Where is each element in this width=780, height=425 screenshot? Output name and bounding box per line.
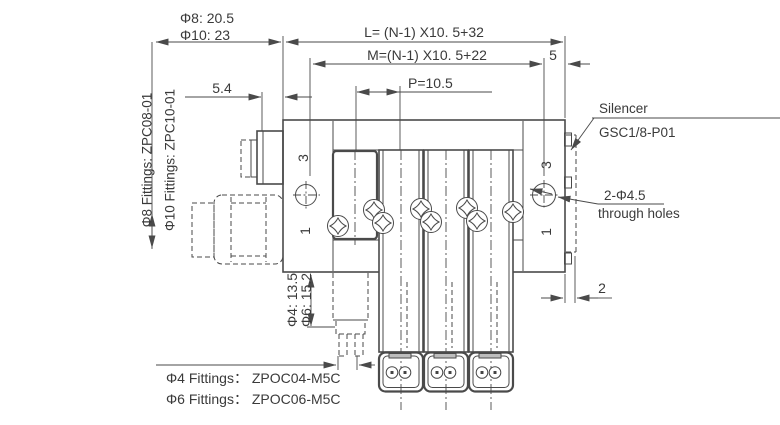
- side-fitting-phi10-label: Φ10 Fittings: ZPC10-01: [163, 89, 178, 231]
- through-holes-text-label: through holes: [598, 206, 680, 221]
- phillips-screw-icon: [327, 215, 349, 237]
- dim-phi6-height-label: Φ6: 15.2: [298, 273, 314, 327]
- fitting-collar: [335, 319, 366, 335]
- port-label-right-1: 1: [538, 228, 554, 236]
- silencer-mount-tab: [564, 176, 572, 189]
- bottom-exhaust-fitting: [332, 273, 369, 357]
- bottom-fitting-phi6-label: Φ6 Fittings： ZPOC06-M5C: [166, 391, 341, 407]
- silencer-mount-tab: [564, 252, 572, 265]
- dim-phi10-protrusion-label: Φ10: 23: [180, 27, 230, 43]
- side-fitting-phi8-label: Φ8 Fittings: ZPC08-01: [140, 93, 155, 228]
- port-label-right-3: 3: [538, 161, 554, 169]
- phillips-screw-icon: [466, 210, 488, 232]
- drawing-labels: Φ8: 20.5 Φ10: 23 L= (N-1) X10. 5+32 M=(N…: [140, 10, 681, 407]
- dimension-lines: [148, 36, 612, 370]
- side-port-fittings: [191, 130, 284, 265]
- dim-station-pitch-label: P=10.5: [408, 75, 453, 91]
- dim-phi4-height-label: Φ4: 13.5: [284, 273, 300, 327]
- dim-port-offset-label: 5.4: [212, 80, 232, 96]
- through-holes-size-label: 2-Φ4.5: [604, 188, 646, 203]
- silencer-part-number: GSC1/8-P01: [599, 125, 676, 140]
- hex-fitting-body: [213, 194, 284, 265]
- port-label-left-3: 3: [295, 154, 311, 162]
- leader-lines: [529, 117, 780, 205]
- bottom-fitting-phi4-label: Φ4 Fittings： ZPOC04-M5C: [166, 370, 341, 386]
- silencer-callout-label: Silencer: [599, 101, 648, 116]
- phillips-screw-icon: [420, 211, 442, 233]
- dim-overall-length-label: L= (N-1) X10. 5+32: [364, 24, 484, 40]
- hex-fitting-nut: [191, 202, 215, 258]
- dim-end-offset-label: 5: [549, 47, 557, 63]
- phillips-screw-icon: [502, 201, 524, 223]
- port-label-left-1: 1: [297, 227, 313, 235]
- dim-hole-pitch-label: M=(N-1) X10. 5+22: [367, 47, 487, 63]
- phillips-screw-icon: [372, 212, 394, 234]
- dim-phi8-protrusion-label: Φ8: 20.5: [180, 10, 234, 26]
- dim-silencer-gap-label: 2: [598, 280, 606, 296]
- silencer-outline: [566, 134, 577, 253]
